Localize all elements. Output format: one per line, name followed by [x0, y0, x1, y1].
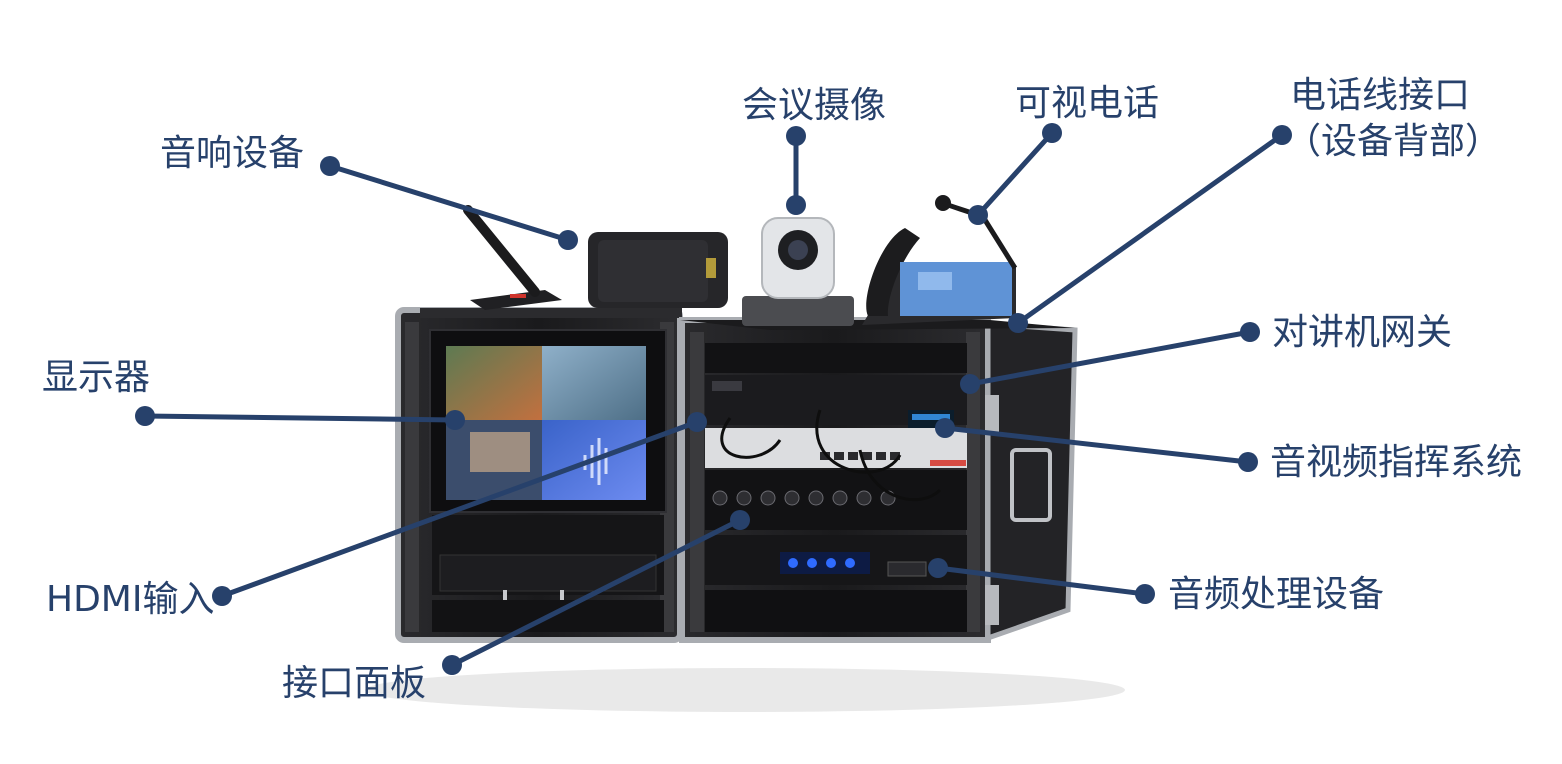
callout-dot-hdmi-end [687, 412, 707, 432]
floor-shadow [365, 668, 1125, 712]
callout-dot-display [135, 406, 155, 426]
label-video-phone: 可视电话 [1015, 83, 1160, 124]
callout-line-audio-proc [935, 565, 1148, 597]
callout-line-port [1015, 132, 1285, 326]
label-hdmi-input: HDMI输入 [46, 579, 215, 620]
callout-line-panel [449, 517, 743, 668]
callout-dot-phone-end [968, 205, 988, 225]
monitor-feed-2 [542, 346, 646, 420]
callout-dot-display-end [445, 410, 465, 430]
left-rack-case [395, 307, 683, 643]
callout-line-phone [975, 130, 1055, 218]
label-audio-equipment: 音响设备 [160, 133, 305, 174]
callout-dot-gateway [1240, 322, 1260, 342]
callout-dot-port [1272, 125, 1292, 145]
label-conference-camera: 会议摄像 [742, 85, 887, 126]
label-phone-line-port: 电话线接口 [1290, 75, 1471, 116]
ptz-camera [742, 217, 854, 326]
callout-line-hdmi [219, 419, 700, 599]
side-handle [1010, 448, 1052, 522]
callout-dot-av [1238, 452, 1258, 472]
callout-dot-panel-end [730, 510, 750, 530]
video-phone [862, 195, 1018, 325]
callout-dot-audio-proc [1135, 584, 1155, 604]
callout-dot-port-end [1008, 313, 1028, 333]
callout-dot-audio-end [558, 230, 578, 250]
right-rack-case [679, 317, 1078, 643]
callout-dot-hdmi [212, 586, 232, 606]
callout-line-gateway [967, 329, 1253, 387]
label-intercom-gateway: 对讲机网关 [1272, 312, 1453, 353]
label-interface-panel: 接口面板 [282, 663, 427, 704]
callout-dot-audio-proc-end [928, 558, 948, 578]
label-display: 显示器 [42, 357, 151, 398]
callout-dot-audio [320, 156, 340, 176]
intercom-gateway-unit [705, 343, 967, 373]
callout-dot-av-end [935, 418, 955, 438]
label-av-command-system: 音视频指挥系统 [1270, 442, 1523, 483]
label-phone-line-port-note: （设备背部） [1285, 121, 1502, 162]
speaker [588, 232, 728, 308]
callout-dot-panel [442, 655, 462, 675]
monitor-feed-1 [446, 346, 542, 420]
callout-dot-gateway-end [960, 374, 980, 394]
callout-line-av [942, 425, 1251, 465]
callout-line-display [142, 413, 458, 423]
network-switch [705, 428, 967, 468]
callout-dot-camera [786, 126, 806, 146]
callout-dot-phone [1042, 123, 1062, 143]
gooseneck-microphone [463, 205, 562, 310]
callout-line-audio [327, 163, 571, 243]
callout-dot-camera-end [786, 195, 806, 215]
label-audio-processing: 音频处理设备 [1168, 574, 1385, 615]
